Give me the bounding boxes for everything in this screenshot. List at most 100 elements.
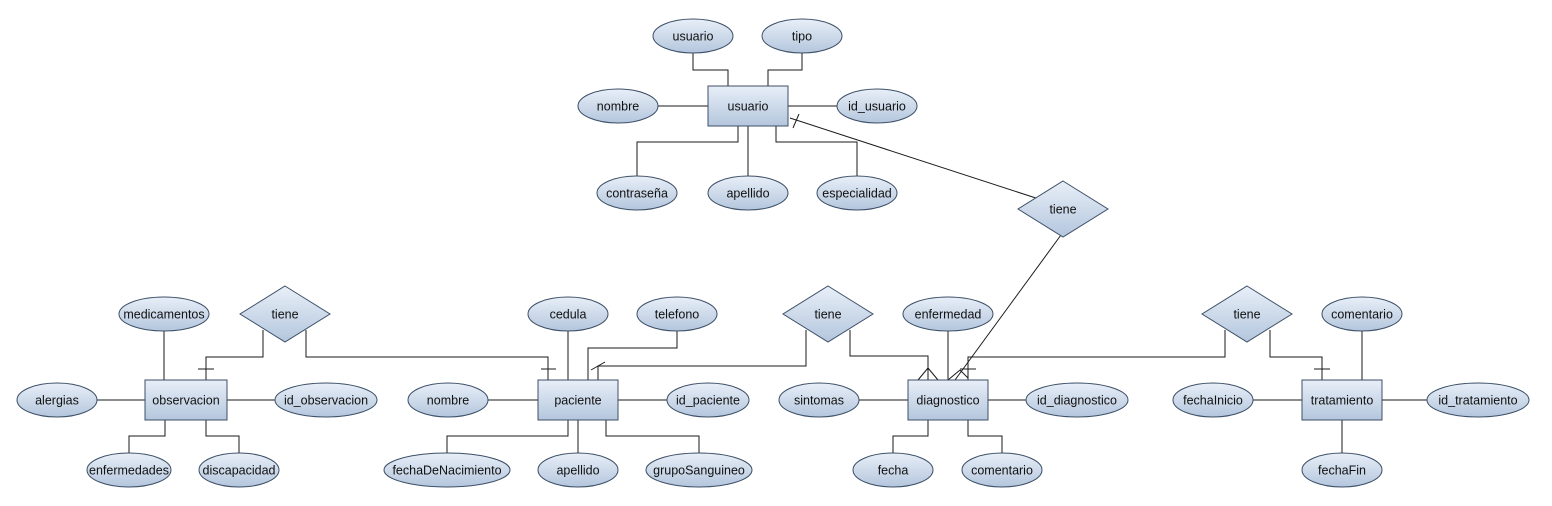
attribute-p_id[interactable]: id_paciente [666,382,750,418]
attribute-u_nombre[interactable]: nombre [577,88,659,124]
attribute-t_id[interactable]: id_tratamiento [1426,382,1530,418]
attribute-p_grupo[interactable]: grupoSanguineo [645,452,753,488]
entity-observacion[interactable]: observacion [144,379,228,421]
attribute-label: apellido [556,464,599,478]
attribute-ellipse[interactable] [778,382,860,418]
relationship-diamond[interactable] [1017,180,1109,238]
attribute-ellipse[interactable] [1025,382,1129,418]
attribute-ellipse[interactable] [16,382,98,418]
attribute-u_apellido[interactable]: apellido [707,175,789,211]
relationship-diamond[interactable] [782,285,874,343]
attribute-ellipse[interactable] [1172,382,1254,418]
attribute-t_comentario[interactable]: comentario [1321,296,1403,332]
attribute-label: nombre [597,100,639,114]
attribute-ellipse[interactable] [707,175,789,211]
attribute-label: enfermedades [89,464,169,478]
attribute-o_discapacidad[interactable]: discapacidad [198,452,280,488]
attribute-label: apellido [726,187,769,201]
attribute-ellipse[interactable] [537,452,619,488]
entity-label: tratamiento [1311,394,1374,408]
cardinality-many-mark [959,369,969,379]
attribute-p_cedula[interactable]: cedula [527,296,609,332]
relationship-r_usuario_diag[interactable]: tiene [1017,180,1109,238]
attribute-d_id[interactable]: id_diagnostico [1025,382,1129,418]
attribute-ellipse[interactable] [274,382,378,418]
entity-label: observacion [152,394,219,408]
attribute-d_enfermedad[interactable]: enfermedad [902,296,994,332]
attribute-ellipse[interactable] [636,296,718,332]
entity-tratamiento[interactable]: tratamiento [1301,379,1383,421]
attribute-o_id[interactable]: id_observacion [274,382,378,418]
attribute-ellipse[interactable] [852,452,934,488]
connector-line [587,331,678,380]
attribute-label: fechaDeNacimiento [392,464,501,478]
attribute-label: tipo [792,30,812,44]
attribute-d_fecha[interactable]: fecha [852,452,934,488]
entity-box[interactable] [707,85,789,127]
attribute-o_medicamentos[interactable]: medicamentos [118,296,210,332]
relationship-label: tiene [1049,203,1076,217]
attribute-ellipse[interactable] [836,88,918,124]
attribute-label: enfermedad [915,308,982,322]
attribute-ellipse[interactable] [902,296,994,332]
attribute-label: alergias [35,394,79,408]
cardinality-many-mark [947,369,961,381]
relationship-r_obs_pac[interactable]: tiene [239,285,331,343]
attribute-ellipse[interactable] [816,175,898,211]
attribute-ellipse[interactable] [1426,382,1530,418]
attribute-ellipse[interactable] [652,18,734,54]
attribute-d_comentario[interactable]: comentario [961,452,1043,488]
attribute-ellipse[interactable] [1301,452,1383,488]
attribute-o_alergias[interactable]: alergias [16,382,98,418]
attribute-label: id_usuario [848,100,906,114]
attribute-ellipse[interactable] [407,382,489,418]
attribute-label: comentario [971,464,1033,478]
relationship-diamond[interactable] [1201,285,1293,343]
attribute-ellipse[interactable] [198,452,280,488]
attribute-ellipse[interactable] [961,452,1043,488]
entity-box[interactable] [144,379,228,421]
attribute-label: telefono [655,308,700,322]
attribute-ellipse[interactable] [383,452,511,488]
attribute-label: id_diagnostico [1037,394,1117,408]
attribute-ellipse[interactable] [666,382,750,418]
attribute-ellipse[interactable] [577,88,659,124]
relationship-r_diag_trat[interactable]: tiene [1201,285,1293,343]
relationship-r_pac_diag[interactable]: tiene [782,285,874,343]
attribute-label: usuario [673,30,714,44]
entity-label: paciente [554,394,601,408]
attribute-ellipse[interactable] [118,296,210,332]
attribute-d_sintomas[interactable]: sintomas [778,382,860,418]
attribute-label: id_paciente [676,394,740,408]
attribute-t_fin[interactable]: fechaFin [1301,452,1383,488]
entity-diagnostico[interactable]: diagnostico [907,379,989,421]
attribute-u_contrasena[interactable]: contraseña [596,175,678,211]
attribute-p_nombre[interactable]: nombre [407,382,489,418]
attribute-o_enfermedades[interactable]: enfermedades [86,452,172,488]
entity-box[interactable] [537,379,619,421]
cardinality-many-mark [927,367,939,381]
attribute-label: discapacidad [203,464,276,478]
attribute-u_id[interactable]: id_usuario [836,88,918,124]
attribute-ellipse[interactable] [1321,296,1403,332]
attribute-u_especialidad[interactable]: especialidad [816,175,898,211]
attribute-p_fecha[interactable]: fechaDeNacimiento [383,452,511,488]
attribute-ellipse[interactable] [596,175,678,211]
attribute-t_inicio[interactable]: fechaInicio [1172,382,1254,418]
entity-paciente[interactable]: paciente [537,379,619,421]
diagram-nodes: usuario observacion paciente diagnostico tra… [16,18,1530,488]
attribute-u_tipo[interactable]: tipo [761,18,843,54]
attribute-ellipse[interactable] [86,452,172,488]
attribute-ellipse[interactable] [761,18,843,54]
attribute-ellipse[interactable] [527,296,609,332]
attribute-u_usuario[interactable]: usuario [652,18,734,54]
entity-box[interactable] [1301,379,1383,421]
attribute-p_apellido[interactable]: apellido [537,452,619,488]
attribute-p_telefono[interactable]: telefono [636,296,718,332]
connector-line-usuario-tiene [789,117,1043,201]
entity-usuario[interactable]: usuario [707,85,789,127]
attribute-ellipse[interactable] [645,452,753,488]
entity-box[interactable] [907,379,989,421]
connector-line [775,126,858,176]
relationship-diamond[interactable] [239,285,331,343]
